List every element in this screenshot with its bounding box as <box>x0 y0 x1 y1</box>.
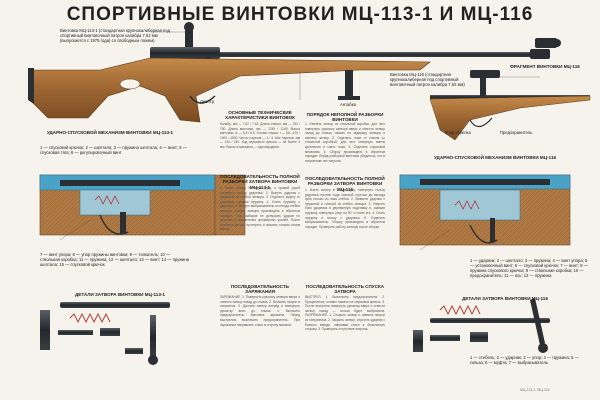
bolt-116-heading: ДЕТАЛИ ЗАТВОРА ВИНТОВКИ МЦ-116 <box>462 296 548 301</box>
sling-label: Антабка <box>340 102 356 107</box>
seq-113-text: 1. Взять затвор в левую руку, а правой р… <box>220 186 300 232</box>
page-title: СПОРТИВНЫЕ ВИНТОВКИ МЦ-113-1 И МЦ-116 <box>66 4 534 25</box>
seq-113-heading: ПОСЛЕДОВАТЕЛЬНОСТЬ ПОЛНОЙ РАЗБОРКИ ЗАТВО… <box>220 174 300 190</box>
charge-text: ЗАРЯЖАНИЕ. 1. Повернуть рукоятку затвора… <box>220 295 300 327</box>
bolt-parts-mc-113-1 <box>40 302 170 365</box>
flag-label: Предохранитель <box>500 130 533 135</box>
disasm-heading: ПОРЯДОК НЕПОЛНОЙ РАЗБОРКИ ВИНТОВКИ <box>306 112 384 123</box>
tth-text: Калибр, мм — 7,62 / 7,62. Длина ствола, … <box>220 122 300 149</box>
rifle-mc-113-1 <box>28 22 550 123</box>
mech-116-heading: УДАРНО-СПУСКОВОЙ МЕХАНИЗМ ВИНТОВКИ МЦ-11… <box>433 155 557 160</box>
rifle-116-caption: Винтовка МЦ-116 (стандартная крупнокалиб… <box>390 72 465 87</box>
seq-116-text: 1. Взять затвор в левую руку, повернуть … <box>305 188 385 229</box>
disasm-text: 1. Извлечь затвор из ствольной коробки, … <box>305 122 385 163</box>
mechanism-mc-113-1-section <box>39 174 246 236</box>
mech-113-legend-2: 7 — винт упора; 8 — упор пружины винтовк… <box>40 252 190 267</box>
tth-heading: ОСНОВНЫЕ ТЕХНИЧЕСКИЕ ХАРАКТЕРИСТИКИ ВИНТ… <box>225 110 295 121</box>
bolt-116-legend: 1 — стебель; 2 — ударник; 3 — упор; 4 — … <box>470 355 579 365</box>
shot-text: ВЫСТРЕЛ. 1. Выключить предохранитель. 2.… <box>305 295 385 332</box>
fragment-mc-116 <box>429 70 591 141</box>
bolt-parts-mc-116 <box>413 298 550 353</box>
sight-label: Диоптр <box>200 99 215 104</box>
mech-113-legend: 1 — спусковой крючок; 2 — шептало; 3 — п… <box>40 145 187 155</box>
mech-116-legend: 1 — ударник; 2 — шептало; 3 — пружина; 4… <box>470 258 588 278</box>
leader-lines <box>59 31 540 251</box>
charge-heading: ПОСЛЕДОВАТЕЛЬНОСТЬ ЗАРЯЖАНИЯ <box>231 284 289 295</box>
rifle-113-caption: Винтовка МЦ-113-1 (стандартная крупнокал… <box>60 28 171 43</box>
shot-heading: ПОСЛЕДОВАТЕЛЬНОСТЬ СПУСКА ЗАТВОРА <box>305 284 385 295</box>
footer: МЦ-113-1, МЦ-116 <box>520 388 550 392</box>
bolt-113-heading: ДЕТАЛИ ЗАТВОРА ВИНТОВКИ МЦ-113-1 <box>75 292 165 297</box>
fragment-heading: ФРАГМЕНТ ВИНТОВКИ МЦ-116 <box>510 64 580 69</box>
stopper-label: Упор стрелка <box>445 130 471 135</box>
seq-116-heading: ПОСЛЕДОВАТЕЛЬНОСТЬ ПОЛНОЙ РАЗБОРКИ ЗАТВО… <box>305 176 385 192</box>
front-sight <box>535 38 561 48</box>
mechanism-mc-116-section <box>399 174 571 246</box>
mech-113-heading: УДАРНО-СПУСКОВОЙ МЕХАНИЗМ ВИНТОВКИ МЦ-11… <box>46 130 174 135</box>
